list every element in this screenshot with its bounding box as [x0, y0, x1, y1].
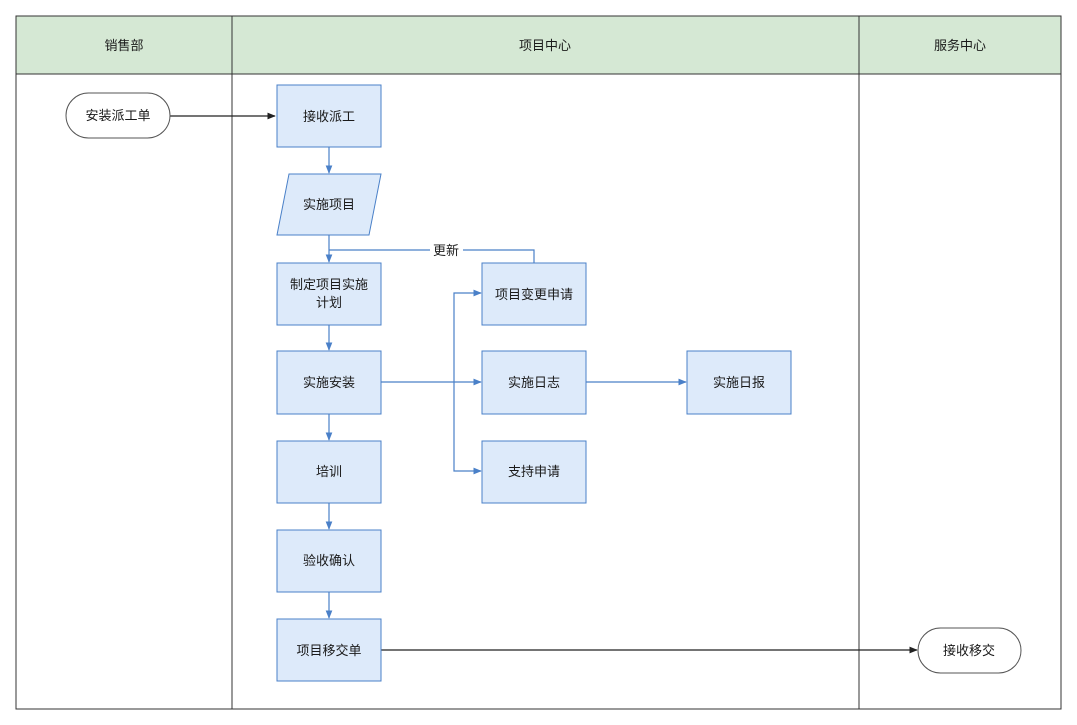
- process-shape: [481, 440, 587, 504]
- node-make-plan[interactable]: 制定项目实施 计划: [276, 262, 382, 326]
- terminal-shape: [917, 627, 1022, 674]
- node-install-label: 实施安装: [303, 376, 355, 391]
- node-receive-dispatch-label: 接收派工: [303, 109, 355, 125]
- lane-service: 服务中心: [858, 15, 1062, 710]
- node-handover-order-label: 项目移交单: [296, 643, 361, 659]
- node-impl-log-label: 实施日志: [508, 376, 560, 391]
- nodes: 安装派工单 接收派工 实施项目 制定项目实施 计划 项目变更申请 实施安装 实施…: [65, 84, 1022, 682]
- node-implement-project-label: 实施项目: [303, 198, 355, 213]
- process-shape: [481, 350, 587, 415]
- node-training-label: 培训: [316, 464, 342, 480]
- node-acceptance-label: 验收确认: [303, 553, 355, 569]
- node-daily-report-label: 实施日报: [713, 376, 765, 391]
- node-support-request-label: 支持申请: [508, 465, 560, 480]
- lane-service-body: [858, 73, 1062, 710]
- update-label-bg: [430, 242, 463, 258]
- data-parallelogram-shape: [276, 173, 382, 236]
- node-install-order-label: 安装派工单: [85, 109, 150, 124]
- lane-sales-header: [15, 15, 233, 75]
- lane-service-header: [858, 15, 1062, 75]
- node-receive-handover-label: 接收移交: [943, 643, 995, 659]
- edge-change-update: [329, 249, 535, 263]
- node-change-request[interactable]: 项目变更申请: [481, 262, 587, 326]
- process-shape: [276, 350, 382, 415]
- node-daily-report[interactable]: 实施日报: [686, 350, 792, 415]
- node-support-request[interactable]: 支持申请: [481, 440, 587, 504]
- process-shape: [276, 84, 382, 148]
- edge-install-to-support: [453, 382, 482, 475]
- lane-service-title: 服务中心: [934, 38, 986, 54]
- node-receive-dispatch[interactable]: 接收派工: [276, 84, 382, 148]
- node-acceptance[interactable]: 验收确认: [276, 529, 382, 593]
- node-change-request-label: 项目变更申请: [495, 287, 573, 303]
- node-handover-order[interactable]: 项目移交单: [276, 618, 382, 682]
- process-shape: [481, 262, 587, 326]
- process-shape: [686, 350, 792, 415]
- terminal-shape: [65, 92, 171, 139]
- lane-sales: 销售部: [15, 15, 233, 710]
- process-shape: [276, 440, 382, 504]
- process-shape: [276, 529, 382, 593]
- edges: 更新: [170, 112, 918, 654]
- node-make-plan-label-line2: 计划: [316, 296, 342, 311]
- node-make-plan-label-line1: 制定项目实施: [290, 278, 368, 293]
- lane-project-title: 项目中心: [519, 39, 571, 54]
- node-training[interactable]: 培训: [276, 440, 382, 504]
- edge-install-to-change: [453, 289, 482, 382]
- lane-sales-title: 销售部: [104, 38, 143, 54]
- node-implement-project[interactable]: 实施项目: [276, 173, 382, 236]
- process-shape: [276, 618, 382, 682]
- node-impl-log[interactable]: 实施日志: [481, 350, 587, 415]
- node-install[interactable]: 实施安装: [276, 350, 382, 415]
- node-receive-handover[interactable]: 接收移交: [917, 627, 1022, 674]
- update-label: 更新: [433, 243, 459, 259]
- node-install-order[interactable]: 安装派工单: [65, 92, 171, 139]
- lane-sales-body: [15, 73, 233, 710]
- process-shape: [276, 262, 382, 326]
